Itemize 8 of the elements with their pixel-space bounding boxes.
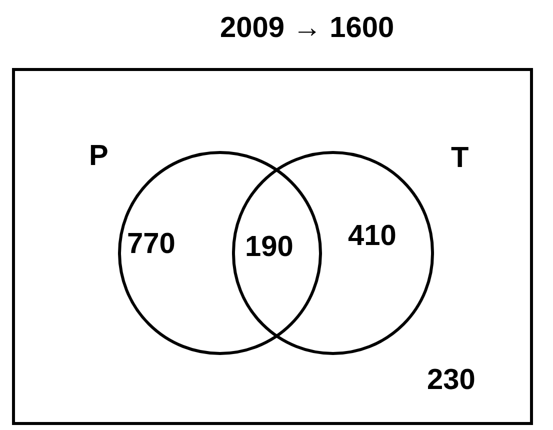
count-label: 190 bbox=[245, 233, 294, 262]
count-label: 770 bbox=[127, 230, 176, 259]
set-label: T bbox=[451, 144, 469, 173]
count-label: 230 bbox=[427, 366, 476, 395]
title: 2009 → 1600 bbox=[220, 14, 394, 43]
count-label: 410 bbox=[348, 222, 396, 251]
universe-rectangle bbox=[12, 68, 533, 425]
set-label: P bbox=[89, 142, 108, 171]
